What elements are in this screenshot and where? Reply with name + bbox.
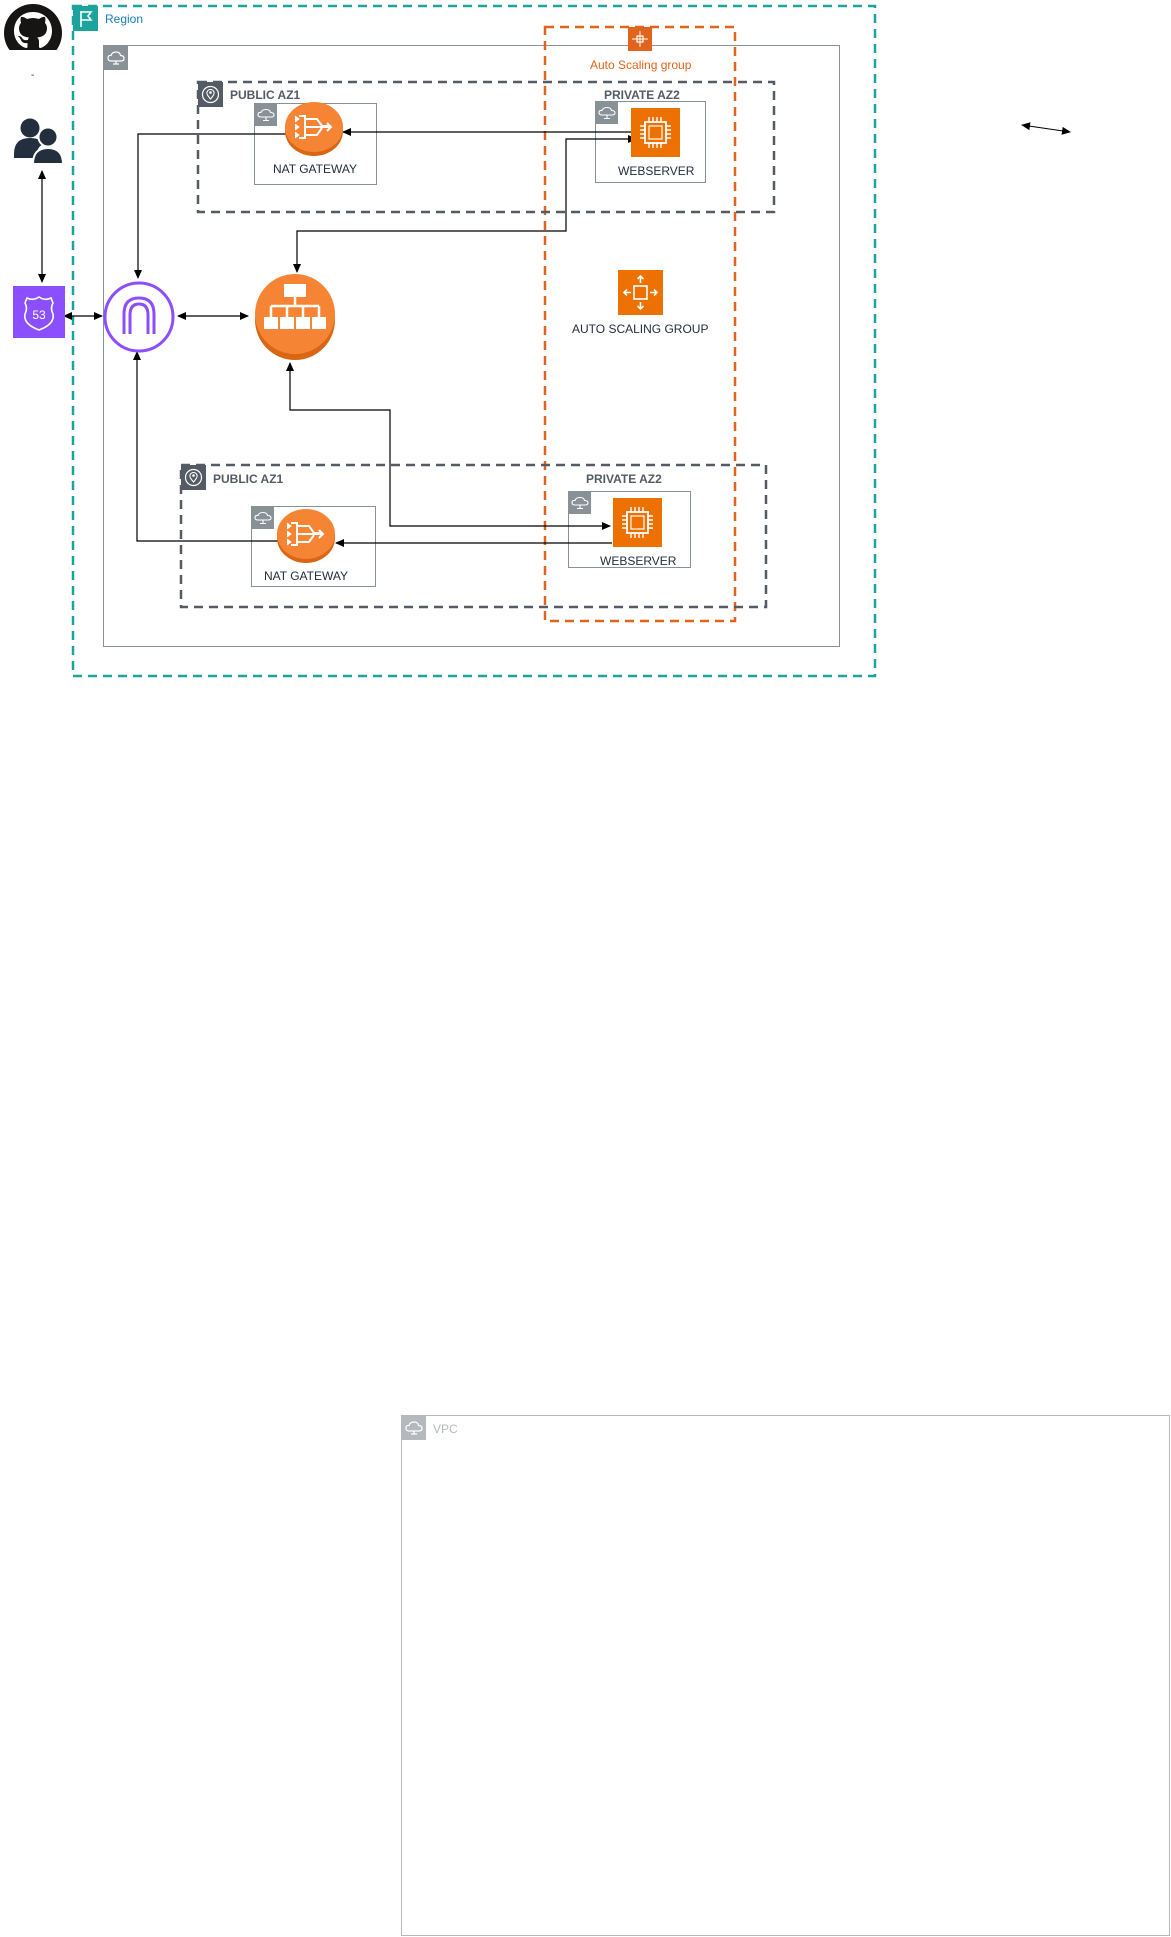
vpc-border [103, 45, 840, 647]
route53-icon: 53 [13, 286, 65, 338]
loose-double-arrow [1021, 122, 1071, 135]
connector-alb-top-web [293, 135, 637, 273]
route53-number: 53 [32, 308, 46, 322]
connector-alb-bottom-web [286, 362, 611, 530]
top-private-subnet-cloud-icon [596, 102, 618, 124]
region-border [71, 4, 877, 678]
vpc-lower-border [401, 1415, 1170, 1936]
bottom-ec2-instance-icon [613, 498, 662, 547]
auto-scaling-icon [618, 270, 663, 315]
users-icon [12, 116, 66, 165]
vpc-lower-label: VPC [433, 1422, 458, 1436]
bottom-private-subnet-cloud-icon [569, 492, 591, 514]
vpc-cloud-icon [104, 46, 128, 70]
asg-group-label: Auto Scaling group [590, 58, 692, 72]
bottom-availability-zone-pin-icon [181, 465, 206, 490]
region-flag-icon [73, 6, 98, 31]
bottom-webserver-label: WEBSERVER [600, 554, 677, 568]
bottom-public-subnet-cloud-icon [252, 507, 274, 529]
top-nat-gateway-icon [284, 102, 344, 156]
top-availability-zone-pin-icon [198, 82, 223, 107]
bottom-nat-gateway-icon [276, 509, 336, 563]
bottom-az-border [179, 463, 768, 609]
load-balancer-icon [253, 272, 337, 362]
internet-gateway-icon [103, 281, 175, 353]
top-private-az-label: PRIVATE AZ2 [604, 88, 680, 102]
top-public-az-label: PUBLIC AZ1 [230, 88, 301, 102]
github-icon [4, 4, 62, 62]
region-label: Region [105, 12, 144, 26]
asg-service-label: AUTO SCALING GROUP [572, 322, 709, 336]
connector-bottom-nat-igw [133, 351, 288, 542]
top-ec2-instance-icon [631, 108, 680, 157]
bottom-nat-gateway-label: NAT GATEWAY [264, 569, 349, 583]
top-webserver-label: WEBSERVER [618, 164, 695, 178]
github-caption: - [31, 70, 35, 81]
bottom-public-az-label: PUBLIC AZ1 [213, 472, 284, 486]
bottom-private-az-label: PRIVATE AZ2 [586, 472, 662, 486]
vpc-lower-cloud-icon [402, 1416, 426, 1440]
connector-top-nat-igw [134, 133, 290, 279]
top-nat-gateway-label: NAT GATEWAY [273, 162, 358, 176]
auto-scaling-group-icon [628, 27, 652, 51]
top-public-subnet-cloud-icon [255, 104, 277, 126]
